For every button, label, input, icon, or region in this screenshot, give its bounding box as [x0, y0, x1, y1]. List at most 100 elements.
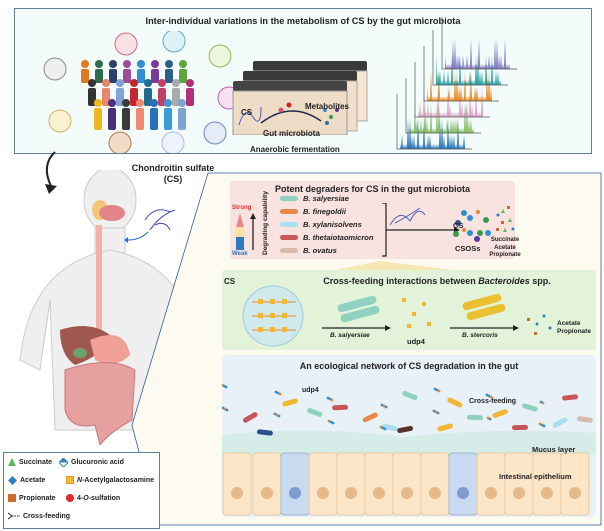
- products-list: Succinate Acetate Propionate: [489, 237, 521, 258]
- vial-front-row: [232, 81, 348, 135]
- epithelial-cell: [222, 452, 252, 516]
- fermentation-vials: [232, 61, 368, 135]
- bacterium-icon: [282, 398, 298, 407]
- metabolite-dot: [436, 411, 440, 415]
- intestines-icon: [64, 362, 136, 445]
- species-item: B. salyersiae: [280, 192, 373, 205]
- top-panel: Inter-individual variations in the metab…: [14, 8, 592, 154]
- yellow-square-icon: [66, 476, 74, 484]
- legend-item-glucuronic-acid: Glucuronic acid: [59, 458, 124, 467]
- epithelial-cell: [280, 452, 310, 516]
- crossfeeding-panel: Cross-feeding interactions between Bacte…: [222, 270, 596, 350]
- chromatogram-trace: [423, 46, 499, 102]
- metabolite-dot: [277, 414, 281, 418]
- species-item: B. finegoldii: [280, 205, 373, 218]
- crossfeeding-panel-title: Cross-feeding interactions between Bacte…: [323, 276, 551, 286]
- epithelial-cell: [336, 452, 366, 516]
- bacterium-icon: [382, 423, 398, 432]
- epithelial-cell: [448, 452, 478, 516]
- species-item: B. ovatus: [280, 244, 373, 257]
- degradation-flow: [382, 203, 515, 257]
- people-crowd: [81, 60, 194, 130]
- green-triangle-icon: [8, 458, 16, 466]
- bacterium-icon: [522, 403, 538, 412]
- cell-nucleus: [429, 487, 441, 499]
- metabolite-dot: [383, 427, 387, 431]
- step1-species-label: B. salyersiae: [330, 332, 370, 339]
- cell-nucleus: [569, 487, 581, 499]
- mucus-layer-label: Mucus layer: [532, 445, 576, 454]
- microbiota-bubbles: [43, 31, 240, 153]
- metabolite-dot: [384, 405, 388, 409]
- cell-nucleus: [513, 487, 525, 499]
- vial-cs-label: CS: [241, 108, 253, 117]
- b-stercoris-cluster: [462, 293, 506, 321]
- mouth-icon: [99, 205, 125, 221]
- udp4-label: udp4: [407, 337, 425, 346]
- bacterium-icon: [362, 412, 378, 423]
- udp4-label: udp4: [302, 387, 319, 394]
- cs-label: CS: [224, 277, 236, 286]
- bacterium-icon: [437, 423, 453, 432]
- cell-nucleus: [261, 487, 273, 499]
- arrow-icon: [260, 110, 322, 124]
- cell-nucleus: [541, 487, 553, 499]
- bacterium-icon: [552, 417, 568, 428]
- bacterium-icon: [402, 390, 418, 401]
- metabolite-dot: [331, 421, 335, 425]
- mucus-layer: [222, 430, 596, 455]
- cs-label: CS: [453, 221, 464, 230]
- crossfeed-products: Acetate Propionate: [557, 320, 591, 335]
- bacterium-icon: [562, 394, 579, 401]
- cs-polymer-chains: [252, 299, 296, 332]
- epithelial-cell: [308, 452, 338, 516]
- cs-abbrev: (CS): [163, 174, 183, 184]
- liver-icon: [60, 326, 110, 365]
- bacterium-icon: [512, 424, 529, 431]
- stomach-icon: [90, 335, 130, 364]
- scfa-dots: [496, 206, 515, 232]
- microbiota-bubble: [48, 109, 72, 133]
- degrading-capability-axis-label: Degrading capability: [262, 191, 269, 255]
- b-salyersiae-cluster: [337, 295, 380, 323]
- epithelial-cell: [364, 452, 394, 516]
- microbiota-bubble: [162, 31, 186, 53]
- network-panel: An ecological network of CS degradation …: [222, 355, 596, 517]
- red-circle-s-icon: [66, 494, 74, 502]
- gallbladder-icon: [73, 348, 87, 358]
- network-panel-title: An ecological network of CS degradation …: [299, 361, 519, 371]
- bacterium-icon: [280, 222, 298, 227]
- chromatogram-stack: [396, 17, 517, 150]
- chromatogram-trace: [414, 62, 490, 118]
- cell-nucleus: [457, 487, 469, 499]
- bacterium-icon: [280, 196, 298, 201]
- curved-arrow-icon: [45, 151, 57, 194]
- metabolite-dot: [488, 417, 492, 421]
- bacterium-icon: [332, 404, 349, 411]
- legend-item-acetate: Acetate: [8, 476, 45, 485]
- epithelial-cell: [476, 452, 506, 516]
- cross-feeding-arrow-icon: [8, 512, 20, 520]
- gut-microbiota-label: Gut microbiota: [263, 129, 320, 138]
- epithelial-cell: [560, 452, 590, 516]
- crossfeeding-label: Cross-feeding: [469, 398, 517, 405]
- degradation-scale-bar: [236, 213, 256, 250]
- bacterium-icon: [242, 412, 258, 423]
- cs-chain-icon: [238, 106, 262, 126]
- bacterium-icon: [466, 414, 483, 421]
- cell-nucleus: [317, 487, 329, 499]
- epithelium-label: Intestinal epithelium: [499, 472, 572, 481]
- brown-square-icon: [8, 494, 16, 502]
- cs-chain-icon: [389, 207, 426, 226]
- species-item: B. thetaiotaomicron: [280, 231, 373, 244]
- ingestion-arrow-icon: [127, 231, 149, 241]
- bacterium-icon: [256, 429, 273, 436]
- bracket-icon: [382, 203, 387, 257]
- microbiota-bubble: [161, 131, 185, 153]
- metabolite-dot: [437, 389, 441, 393]
- cell-nucleus: [231, 487, 243, 499]
- species-item: B. xylanisolvens: [280, 218, 373, 231]
- esophagus-icon: [96, 225, 102, 330]
- legend-item-n-acetylgalactosamine: N-Acetylgalactosamine: [66, 476, 154, 484]
- csos-dots: [453, 210, 491, 242]
